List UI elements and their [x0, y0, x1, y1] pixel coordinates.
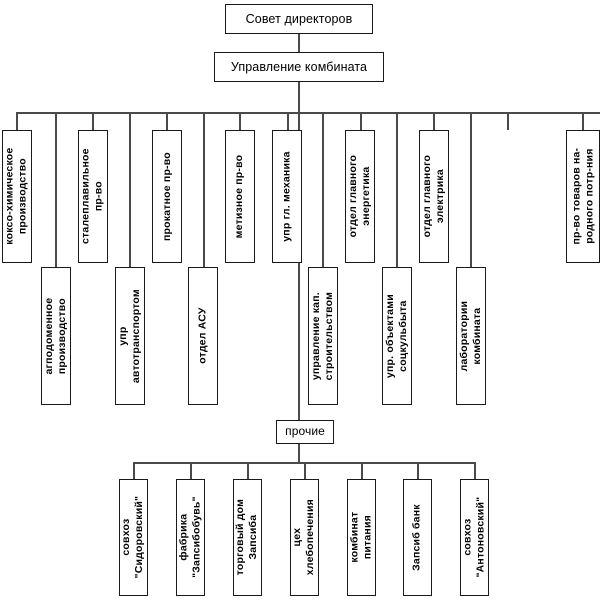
- connector-other-to-bus: [298, 444, 300, 462]
- connector-board-to-management: [298, 34, 300, 52]
- box-label: пр-во товаров на-родного потр-ния: [569, 148, 596, 245]
- bus-line-divisions: [16, 112, 600, 114]
- drop-row1-4: [239, 112, 241, 130]
- box-other-child-1: совхоз"Сидоровский": [119, 479, 148, 596]
- box-label: отдел АСУ: [196, 307, 209, 365]
- drop-row2-3: [203, 112, 205, 267]
- box-label: Запсиб банк: [410, 504, 423, 571]
- box-label: прокатное пр-во: [160, 152, 173, 241]
- box-division-3: прокатное пр-во: [152, 130, 182, 263]
- drop-other-6: [417, 462, 419, 479]
- drop-other-3: [247, 462, 249, 479]
- drop-other-2: [190, 462, 192, 479]
- box-other-child-2: фабрика"Запсибобувь": [176, 479, 205, 596]
- connector-bus-to-other: [298, 112, 300, 420]
- box-label: упр гл. механика: [280, 151, 293, 242]
- drop-row1-5: [287, 112, 289, 130]
- box-label: Совет директоров: [245, 12, 353, 26]
- drop-row2-6: [470, 112, 472, 267]
- box-plant-management: Управление комбината: [214, 52, 384, 82]
- box-label: фабрика"Запсибобувь": [177, 496, 203, 579]
- drop-other-5: [361, 462, 363, 479]
- box-label: метизное пр-во: [233, 154, 246, 239]
- drop-row1-8: [507, 112, 509, 130]
- drop-row1-3: [166, 112, 168, 130]
- box-label: совхоз"Сидоровский": [120, 496, 146, 579]
- box-label: управление кап.строительством: [309, 291, 336, 381]
- box-subdivision-4: управление кап.строительством: [308, 267, 338, 405]
- connector-management-to-bus: [298, 82, 300, 113]
- drop-other-4: [304, 462, 306, 479]
- drop-row1-2: [92, 112, 94, 130]
- drop-row1-6: [360, 112, 362, 130]
- box-subdivision-3: отдел АСУ: [188, 267, 218, 405]
- drop-row2-2: [129, 112, 131, 267]
- drop-row1-7: [433, 112, 435, 130]
- box-board-of-directors: Совет директоров: [225, 4, 373, 34]
- box-division-5: упр гл. механика: [272, 130, 302, 263]
- box-division-4: метизное пр-во: [225, 130, 255, 263]
- drop-row2-5: [396, 112, 398, 267]
- drop-row1-1: [16, 112, 18, 130]
- drop-row2-4: [322, 112, 324, 267]
- box-label: прочие: [285, 424, 325, 439]
- drop-other-7: [474, 462, 476, 479]
- drop-other-1: [133, 462, 135, 479]
- box-other-child-7: совхоз"Антоновский": [460, 479, 489, 596]
- box-division-8: пр-во товаров на-родного потр-ния: [566, 130, 600, 263]
- box-label: Управление комбината: [230, 60, 368, 74]
- drop-row2-1: [55, 112, 57, 267]
- box-label: совхоз"Антоновский": [461, 497, 487, 578]
- box-other: прочие: [276, 420, 334, 444]
- drop-row1-9: [582, 112, 584, 130]
- box-other-child-6: Запсиб банк: [403, 479, 432, 596]
